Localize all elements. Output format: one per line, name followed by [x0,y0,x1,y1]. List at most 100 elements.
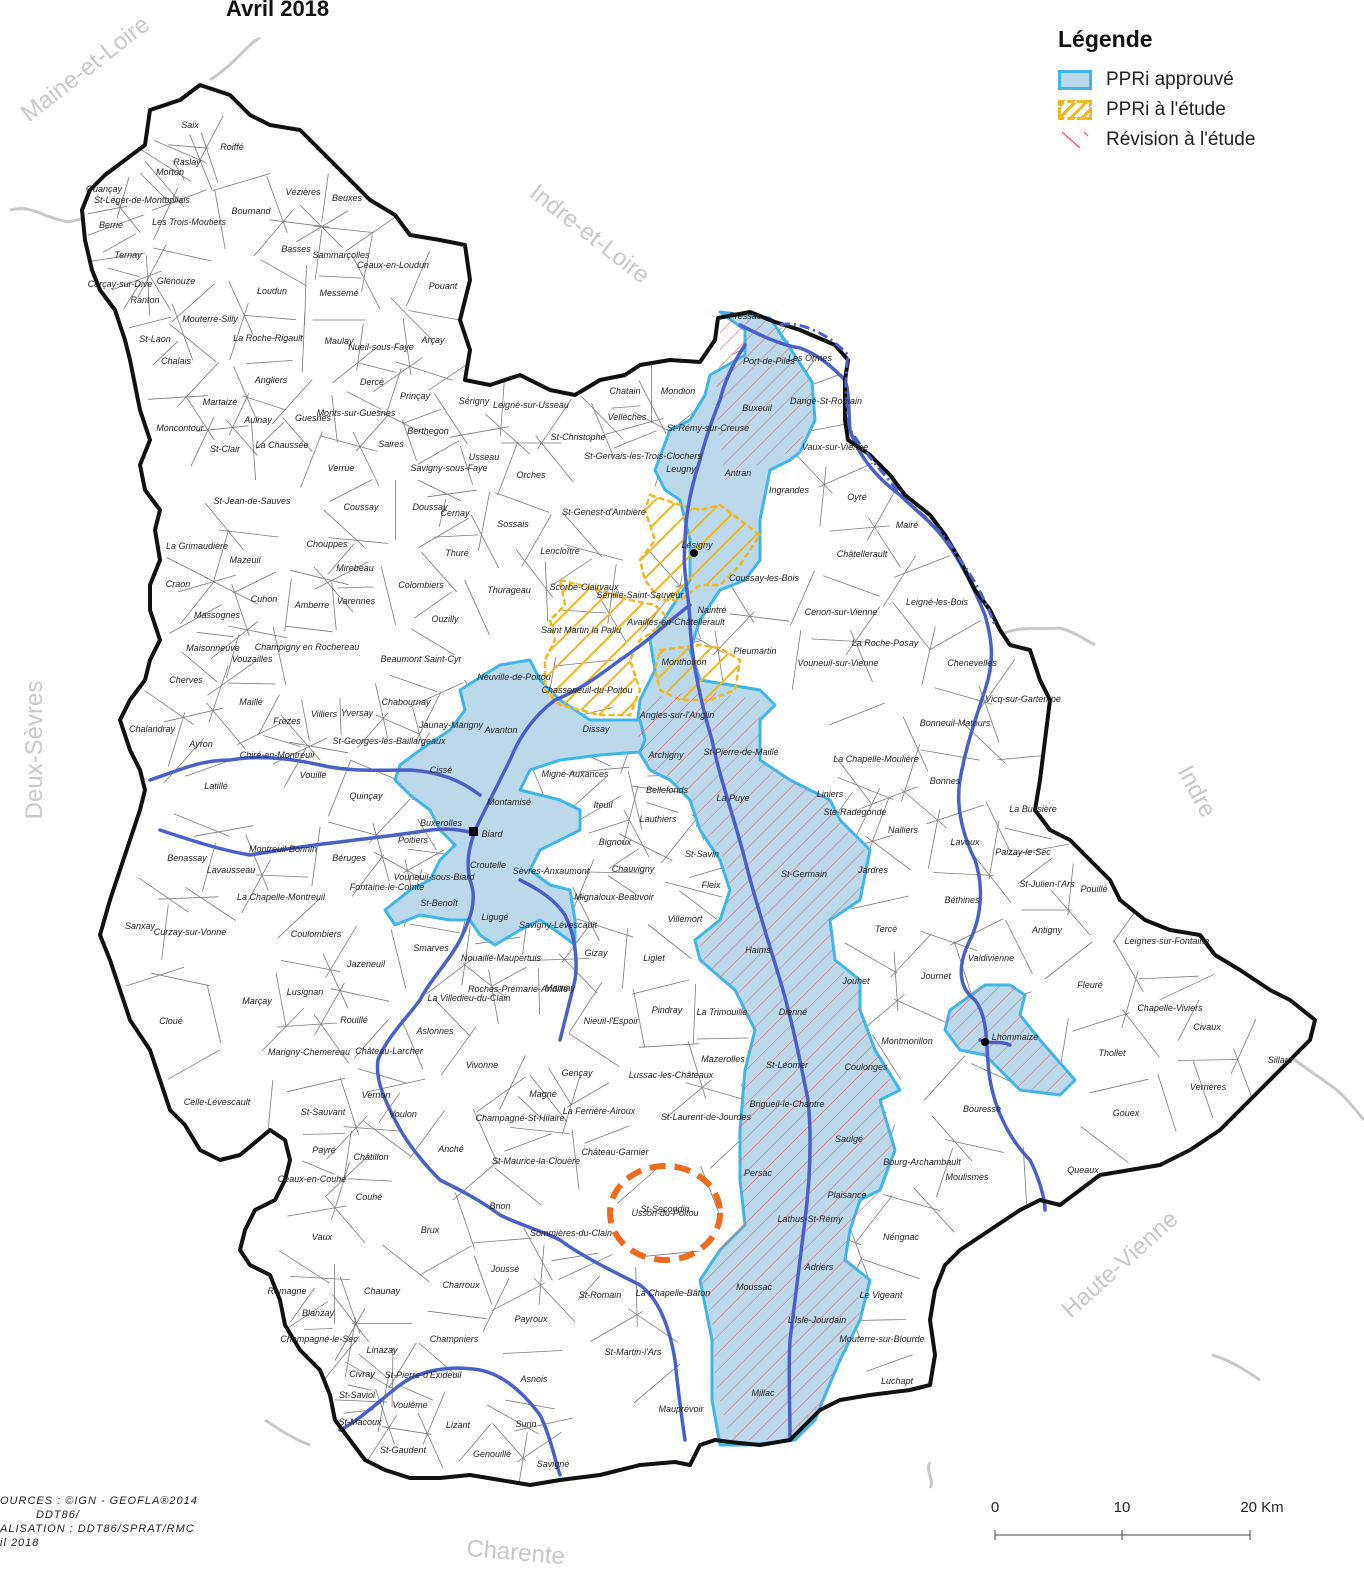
commune-boundary [255,874,309,878]
commune-boundary [269,219,330,228]
hatched-yellow-swatch-icon [1058,100,1092,120]
commune-boundary [572,887,600,941]
commune-label: Maisonneuve [186,643,240,653]
revision-zone-north [715,318,812,480]
ppri-study-zones [543,493,762,717]
commune-boundary [627,771,643,830]
commune-label: Ouzilly [431,614,459,624]
commune-boundary [913,1187,955,1233]
prefecture-marker [469,827,478,836]
commune-boundary [613,430,657,449]
commune-boundary [205,503,244,550]
commune-boundary [229,302,249,361]
commune-label: Neuville-de-Poitou [477,672,551,682]
commune-label: Joussé [490,1264,520,1274]
commune-label: Ceaux-en-Couhé [278,1174,347,1184]
river-auxance [148,755,482,797]
commune-boundary [866,1354,913,1372]
commune-boundary [790,570,815,626]
commune-boundary [868,517,901,568]
commune-label: La Roche-Rigault [233,333,303,343]
commune-boundary [564,544,624,561]
commune-boundary [244,314,296,321]
commune-boundary [331,581,337,631]
legend-item-study: PPRi à l'étude [1058,95,1358,125]
commune-boundary [561,1076,581,1135]
commune-boundary [850,895,909,910]
commune-label: Anché [437,1144,464,1154]
map-legend: Légende PPRi approuvé PPRi à l'étude Rév… [1058,26,1358,155]
commune-label: Antran [724,468,752,478]
commune-boundary [212,529,230,583]
commune-label: La Chaussée [255,440,308,450]
commune-boundary [331,394,338,443]
commune-boundary [892,601,930,650]
commune-boundary [260,259,308,287]
commune-boundary [375,683,388,738]
commune-boundary [167,1049,221,1080]
commune-boundary [228,625,288,639]
commune-boundary [491,1282,545,1312]
commune-boundary [263,735,301,747]
commune-boundary [558,953,598,994]
commune-boundary [214,189,226,250]
commune-boundary [193,825,254,837]
commune-label: Maulay [324,336,354,346]
commune-boundary [1089,1078,1149,1094]
commune-boundary [933,872,994,876]
commune-boundary [144,690,194,725]
commune-boundary [324,1155,369,1198]
commune-boundary [1192,1060,1214,1119]
commune-label: Verrières [1190,1082,1227,1092]
commune-boundary [286,625,333,633]
commune-boundary [301,1160,335,1175]
commune-boundary [402,419,417,462]
commune-label: Pleumartin [733,646,776,656]
commune-label: St-Sauvant [301,1107,346,1117]
commune-label: St-Savin [685,849,719,859]
commune-label: Charroux [442,1280,480,1290]
study-zone-chatellerault [638,493,762,602]
commune-boundary [321,1335,360,1384]
commune-boundary [111,270,162,291]
commune-boundary [344,1361,395,1390]
commune-boundary [472,1108,499,1165]
commune-boundary [126,966,185,987]
commune-boundary [1004,827,1052,840]
commune-label: Sillars [1268,1055,1293,1065]
commune-boundary [300,205,343,248]
commune-label: Pressac [729,311,762,321]
commune-boundary [196,425,249,432]
commune-boundary [351,255,381,309]
commune-boundary [568,1033,620,1067]
commune-label: La Chapelle-Moulière [833,754,919,764]
commune-boundary [180,580,215,625]
commune-label: St-Pierre-de-Maillé [703,747,778,757]
commune-label: St-Romain [579,1290,622,1300]
commune-boundary [1080,1126,1129,1163]
commune-label: Asnois [519,1374,548,1384]
commune-label: Ceaux-en-Loudun [357,260,429,270]
commune-boundary [631,979,690,995]
commune-label: Pouillé [1080,884,1107,894]
commune-label: Cuhon [251,594,278,604]
commune-label: St-Benoît [420,898,458,908]
commune-label: Béthines [944,895,980,905]
commune-boundary [343,1126,404,1132]
commune-boundary [571,776,607,809]
commune-boundary [337,586,374,589]
commune-boundary [871,1034,902,1080]
commune-boundary [473,1255,493,1305]
commune-boundary [302,1133,345,1135]
commune-label: La Grimaudière [166,541,228,551]
commune-boundary [561,920,593,964]
commune-boundary [208,665,229,723]
commune-label: La Villedieu-du-Clain [428,993,511,1003]
commune-boundary [207,660,257,696]
revision-zones [638,318,1075,1440]
commune-label: Payré [312,1145,336,1155]
commune-label: Mirebeau [336,563,374,573]
commune-boundary [167,712,186,767]
commune-label: Bignoux [599,837,632,847]
commune-boundary [228,280,254,336]
